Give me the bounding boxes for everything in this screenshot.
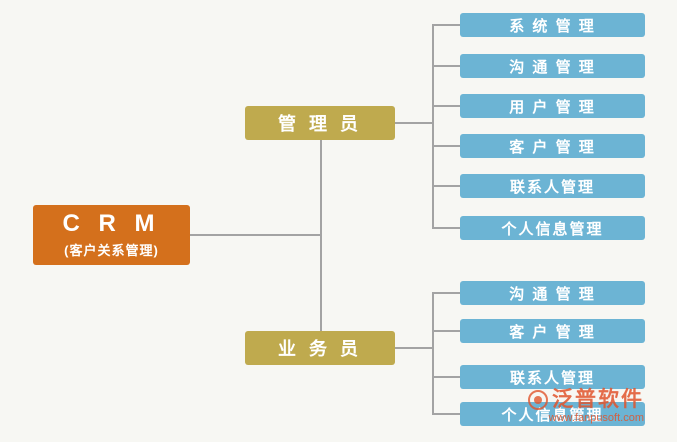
connector-root-to-trunk <box>190 234 321 236</box>
leaf-node-admin-5: 联系人管理 <box>460 174 645 198</box>
leaf-label: 联系人管理 <box>509 369 595 387</box>
leaf-node-admin-2: 沟 通 管 理 <box>460 54 645 78</box>
connector-admin-stub-2 <box>432 65 460 67</box>
branch-node-sales: 业 务 员 <box>245 331 395 365</box>
leaf-node-sales-1: 沟 通 管 理 <box>460 281 645 305</box>
connector-admin-out <box>395 122 433 124</box>
leaf-label: 联系人管理 <box>509 178 595 196</box>
connector-sales-stub-3 <box>432 376 460 378</box>
watermark-title: 泛普软件 <box>552 388 644 411</box>
branch-sales-label: 业 务 员 <box>277 339 362 359</box>
leaf-node-admin-4: 客 户 管 理 <box>460 134 645 158</box>
connector-sales-bracket <box>432 292 434 415</box>
connector-trunk <box>320 140 322 331</box>
leaf-node-admin-6: 个人信息管理 <box>460 216 645 240</box>
connector-admin-bracket <box>432 24 434 229</box>
leaf-label: 沟 通 管 理 <box>509 285 596 303</box>
branch-admin-label: 管 理 员 <box>277 114 362 134</box>
crm-root-title: C R M <box>62 210 161 238</box>
branch-node-admin: 管 理 员 <box>245 106 395 140</box>
leaf-node-admin-3: 用 户 管 理 <box>460 94 645 118</box>
leaf-node-sales-2: 客 户 管 理 <box>460 319 645 343</box>
connector-sales-stub-4 <box>432 413 460 415</box>
leaf-label: 系 统 管 理 <box>509 17 596 35</box>
connector-sales-stub-1 <box>432 292 460 294</box>
leaf-label: 沟 通 管 理 <box>509 58 596 76</box>
leaf-node-sales-3: 联系人管理 <box>460 365 645 389</box>
leaf-label: 个人信息管理 <box>501 220 604 238</box>
leaf-node-sales-4: 个人信息管理 <box>460 402 645 426</box>
leaf-label: 个人信息管理 <box>501 406 604 424</box>
connector-admin-stub-4 <box>432 145 460 147</box>
connector-admin-stub-5 <box>432 185 460 187</box>
watermark-logo-icon <box>528 389 548 410</box>
connector-sales-stub-2 <box>432 330 460 332</box>
leaf-label: 客 户 管 理 <box>509 138 596 156</box>
crm-root-node: C R M (客户关系管理) <box>33 205 190 265</box>
leaf-label: 用 户 管 理 <box>509 98 596 116</box>
leaf-label: 客 户 管 理 <box>509 323 596 341</box>
connector-admin-stub-1 <box>432 24 460 26</box>
connector-sales-out <box>395 347 433 349</box>
connector-admin-stub-3 <box>432 105 460 107</box>
watermark-url: www.fanpusoft.com <box>548 412 644 425</box>
leaf-node-admin-1: 系 统 管 理 <box>460 13 645 37</box>
watermark: 泛普软件 www.fanpusoft.com <box>528 388 644 424</box>
connector-admin-stub-6 <box>432 227 460 229</box>
crm-root-subtitle: (客户关系管理) <box>64 242 159 258</box>
